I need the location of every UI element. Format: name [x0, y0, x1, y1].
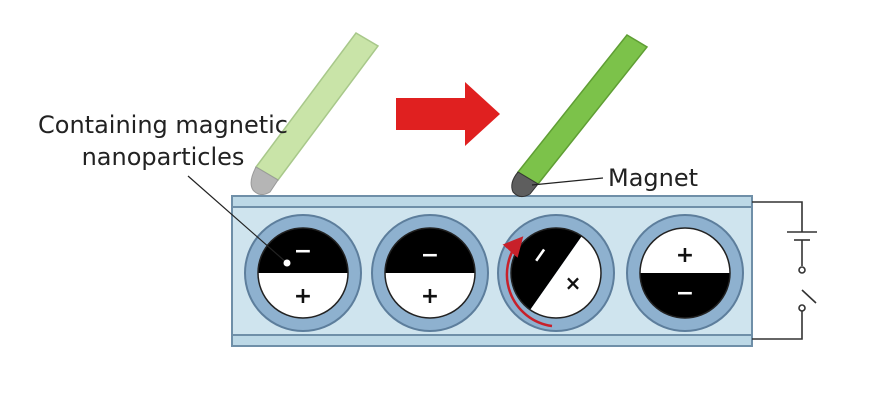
magnet-label: Magnet — [608, 164, 698, 192]
nanoparticles-label-line1: Containing magnetic — [38, 111, 288, 139]
capsule-1: − + — [244, 214, 362, 332]
capsule-top-sign: − — [421, 243, 439, 268]
capsule-bottom-sign: + — [294, 284, 312, 309]
capsule-top-sign: + — [676, 243, 694, 268]
capsule-bottom-sign: + — [421, 284, 439, 309]
nanoparticles-leader-line — [187, 175, 288, 264]
right-arrow-icon — [396, 82, 500, 146]
circuit — [752, 201, 817, 340]
capsule-4: + − — [626, 214, 744, 332]
pen-body — [254, 32, 380, 181]
switch-icon — [798, 266, 817, 312]
rotation-arrow-icon — [502, 236, 553, 328]
nanoparticle-dot — [283, 259, 291, 267]
circuit-wire — [752, 201, 803, 232]
bottom-electrode — [231, 334, 753, 347]
circuit-wire — [752, 311, 803, 340]
capsule-bottom-sign: − — [676, 281, 694, 306]
nanoparticles-label-line2: nanoparticles — [82, 143, 245, 171]
magnet-tip — [511, 171, 539, 198]
top-electrode — [231, 195, 753, 208]
pen-tip — [250, 166, 279, 196]
capsule-top-sign: − — [294, 239, 312, 264]
battery-icon — [787, 231, 817, 241]
pen-inactive — [250, 32, 380, 196]
capsule-3: − × — [497, 214, 615, 332]
capsule-2: − + — [371, 214, 489, 332]
magnet-leader-line — [531, 177, 604, 186]
capsule-bottom-sign: × — [565, 271, 582, 295]
pen-body — [516, 34, 649, 185]
